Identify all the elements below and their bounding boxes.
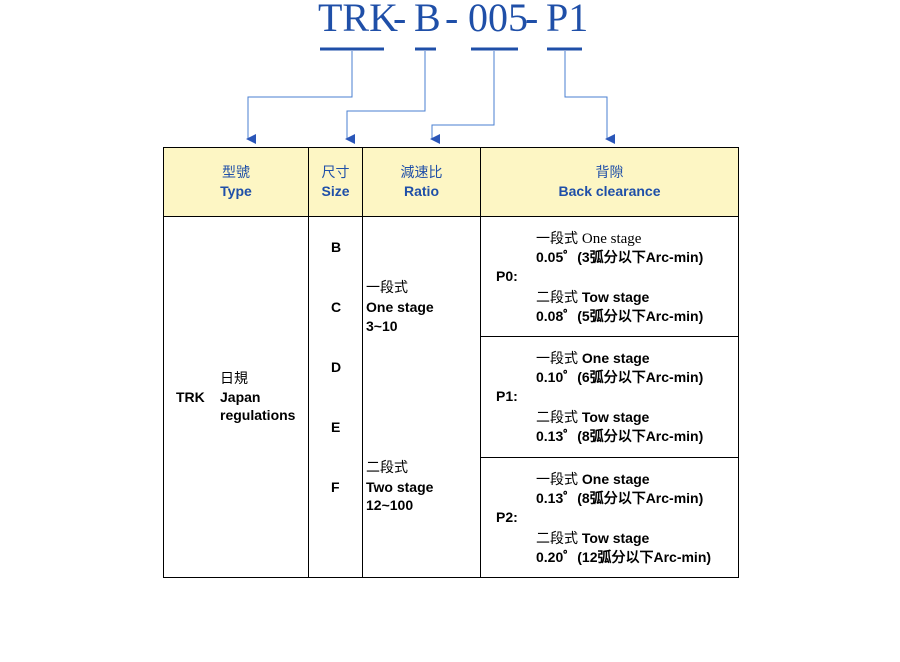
table-row: TRK 日規 Japan regulations B C D E F 一段式 O… <box>163 215 739 578</box>
header-size-en: Size <box>321 183 350 199</box>
size-option: F <box>331 479 340 495</box>
model-code-backlash: P1 <box>546 0 589 40</box>
model-code: TRK - B - 005 - P1 <box>0 0 900 44</box>
backlash-two-label: 二段式 Tow stage <box>536 288 649 307</box>
model-code-size: B <box>414 0 441 40</box>
size-cell: B C D E F <box>308 216 363 578</box>
backlash-one-label: 一段式 One stage <box>536 229 641 248</box>
size-option: E <box>331 419 341 435</box>
model-code-separator: - <box>525 0 539 40</box>
header-backlash: 背隙 Back clearance <box>480 147 739 217</box>
table-row: P2: 一段式 One stage 0.13゜(8弧分以下Arc-min) 二段… <box>164 456 739 579</box>
backlash-two-zh: 二段式 <box>536 530 578 547</box>
ratio-cell: 一段式 One stage 3~10 二段式 Two stage 12~100 <box>362 216 481 578</box>
backlash-p1-cell: P1: 一段式 One stage 0.10゜(6弧分以下Arc-min) 二段… <box>480 336 739 458</box>
backlash-one-en: One stage <box>581 231 642 248</box>
backlash-one-zh: 一段式 <box>536 231 578 248</box>
type-code: TRK <box>176 389 205 405</box>
backlash-two-value: 0.08゜(5弧分以下Arc-min) <box>536 308 704 325</box>
header-type: 型號 Type <box>163 147 309 217</box>
backlash-two-value: 0.13゜(8弧分以下Arc-min) <box>536 428 704 445</box>
backlash-one-value: 0.05゜(3弧分以下Arc-min) <box>536 249 704 266</box>
ratio-two-range: 12~100 <box>366 497 414 513</box>
arrow-size <box>345 51 426 144</box>
backlash-one-zh: 一段式 <box>536 351 578 368</box>
backlash-two-label: 二段式 Tow stage <box>536 529 649 548</box>
backlash-one-label: 一段式 One stage <box>536 349 650 368</box>
backlash-code: P2: <box>496 508 518 525</box>
backlash-one-value: 0.10゜(6弧分以下Arc-min) <box>536 369 704 386</box>
header-type-zh: 型號 <box>222 165 250 181</box>
header-size-zh: 尺寸 <box>321 165 350 181</box>
backlash-two-zh: 二段式 <box>536 290 578 307</box>
ratio-one-en: One stage <box>366 299 434 315</box>
model-code-separator: - <box>393 0 407 40</box>
header-ratio-en: Ratio <box>404 183 439 199</box>
header-backlash-en: Back clearance <box>558 183 661 199</box>
model-code-type: TRK <box>318 0 398 40</box>
backlash-two-value: 0.20゜(12弧分以下Arc-min) <box>536 548 712 565</box>
backlash-code: P0: <box>496 268 518 285</box>
header-size: 尺寸 Size <box>308 147 363 217</box>
ratio-two-zh: 二段式 <box>366 460 408 476</box>
backlash-p0-cell: P0: 一段式 One stage 0.05゜(3弧分以下Arc-min) 二段… <box>480 215 739 338</box>
ratio-one-range: 3~10 <box>366 318 398 334</box>
backlash-one-label: 一段式 One stage <box>536 470 650 489</box>
arrow-type <box>246 51 353 144</box>
header-row: 型號 Type 尺寸 Size 減速比 Ratio 背隙 Back cleara… <box>163 147 739 217</box>
header-type-en: Type <box>220 183 252 199</box>
model-code-separator: - <box>445 0 459 40</box>
connector-diagram <box>246 47 615 144</box>
ratio-two-en: Two stage <box>366 479 434 495</box>
arrow-backlash <box>564 51 615 144</box>
backlash-p2-cell: P2: 一段式 One stage 0.13゜(8弧分以下Arc-min) 二段… <box>480 456 739 579</box>
ratio-one-zh: 一段式 <box>366 280 408 296</box>
backlash-two-en: Tow stage <box>581 289 650 306</box>
backlash-one-en: One stage <box>581 350 650 367</box>
type-cell: TRK 日規 Japan regulations <box>163 216 309 578</box>
backlash-two-en: Tow stage <box>581 529 650 546</box>
header-backlash-zh: 背隙 <box>595 165 624 181</box>
type-desc-en-2: regulations <box>220 407 296 423</box>
size-option: D <box>331 359 342 375</box>
backlash-two-label: 二段式 Tow stage <box>536 408 649 427</box>
arrow-ratio <box>430 51 495 144</box>
size-option: C <box>331 299 342 315</box>
model-code-ratio: 005 <box>468 0 528 40</box>
table-row: P1: 一段式 One stage 0.10゜(6弧分以下Arc-min) 二段… <box>164 336 739 458</box>
backlash-one-value: 0.13゜(8弧分以下Arc-min) <box>536 489 704 506</box>
backlash-two-en: Tow stage <box>581 409 650 426</box>
header-ratio-zh: 減速比 <box>400 165 443 181</box>
size-option: B <box>331 239 342 255</box>
header-ratio: 減速比 Ratio <box>362 147 481 217</box>
backlash-two-zh: 二段式 <box>536 410 578 427</box>
backlash-one-en: One stage <box>581 470 650 487</box>
spec-table: 型號 Type 尺寸 Size 減速比 Ratio 背隙 Back cleara… <box>163 147 739 579</box>
type-desc-en-1: Japan <box>220 389 261 405</box>
backlash-one-zh: 一段式 <box>536 471 578 488</box>
type-desc-zh: 日規 <box>220 371 248 387</box>
backlash-code: P1: <box>496 388 518 405</box>
